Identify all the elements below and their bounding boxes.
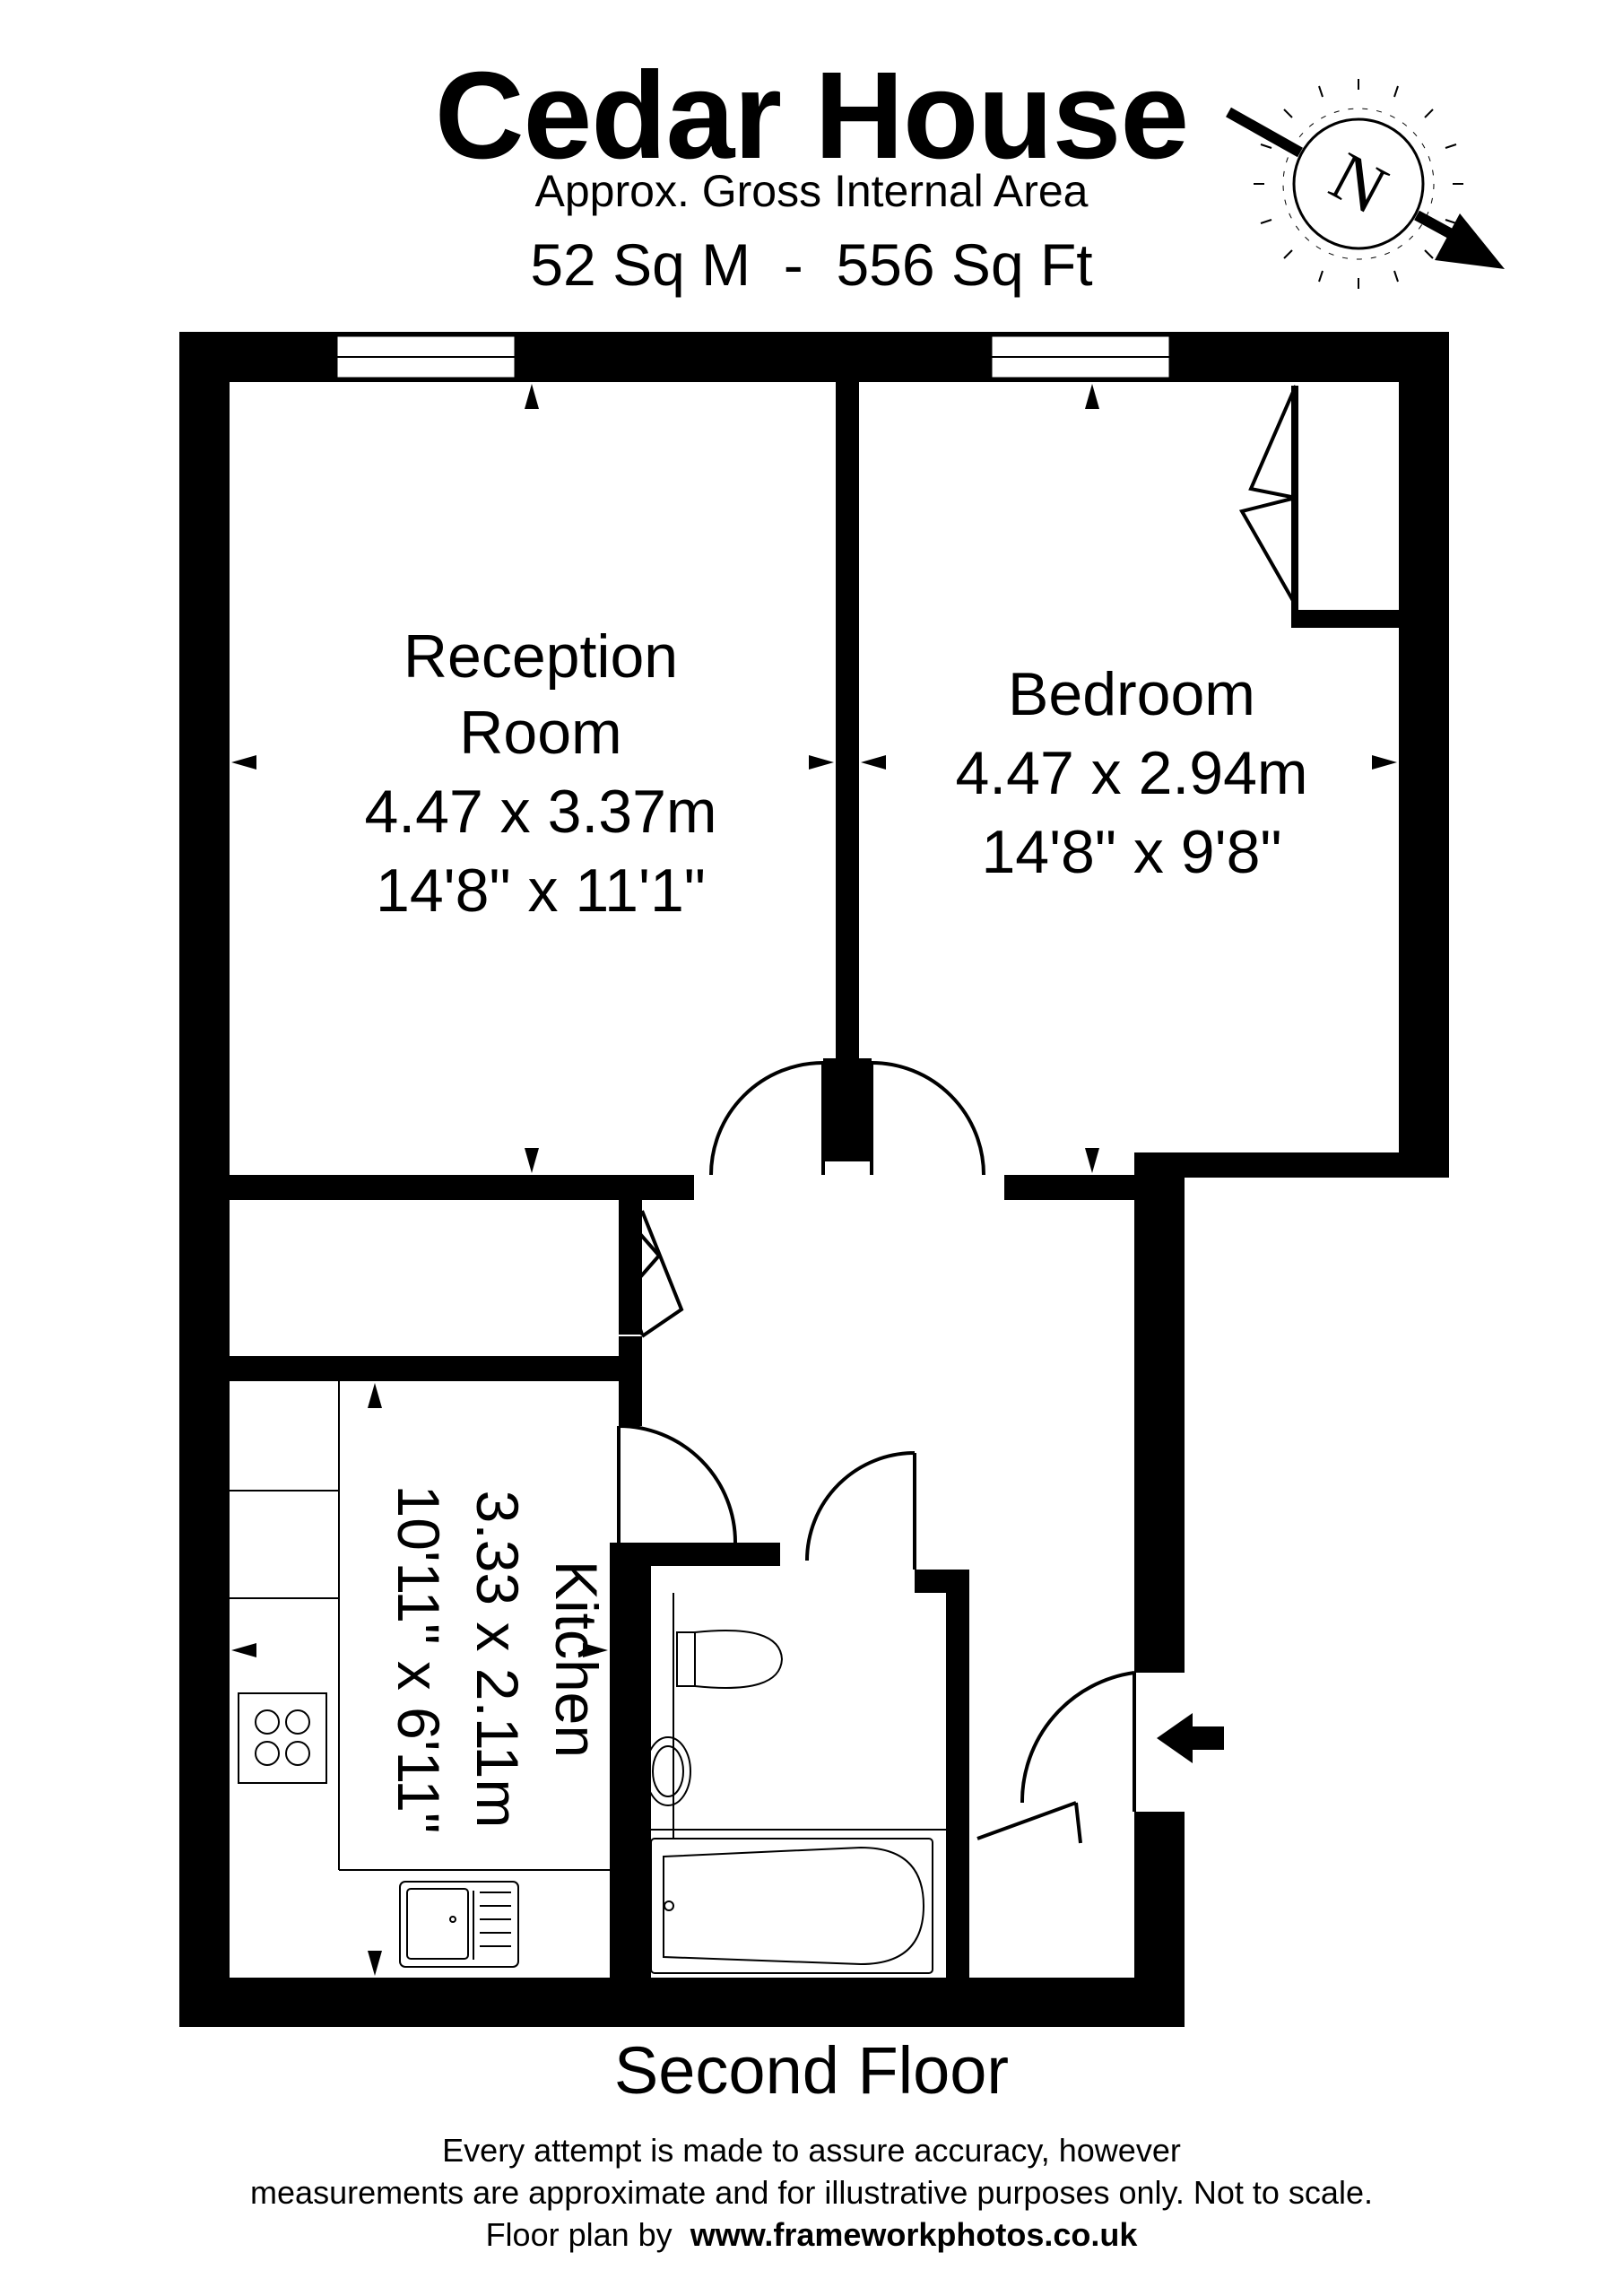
area-caption: Approx. Gross Internal Area (534, 166, 1089, 216)
bedroom-imperial: 14'8" x 9'8" (981, 818, 1281, 886)
reception-metric: 4.47 x 3.37m (364, 778, 716, 846)
bedroom-label: Bedroom 4.47 x 2.94m 14'8" x 9'8" (955, 660, 1307, 886)
kitchen-metric: 3.33 x 2.11m (464, 1491, 531, 1829)
toilet-cistern-icon (676, 1631, 696, 1687)
windows (334, 334, 1172, 380)
compass-letter: N (1318, 136, 1400, 229)
area-value: 52 Sq M - 556 Sq Ft (530, 231, 1093, 298)
disclaimer-line-2: measurements are approximate and for ill… (250, 2174, 1373, 2211)
bedroom-metric: 4.47 x 2.94m (955, 739, 1307, 807)
walls (179, 332, 1449, 2027)
kitchen-imperial: 10'11" x 6'11" (386, 1485, 452, 1834)
disclaimer-line-1: Every attempt is made to assure accuracy… (442, 2132, 1181, 2169)
page-title: Cedar House (434, 47, 1189, 185)
dimension-markers (231, 384, 1397, 1976)
hob-icon (238, 1692, 327, 1784)
credit-line: Floor plan by www.frameworkphotos.co.uk (0, 2219, 1623, 2251)
floor-label: Second Floor (613, 2033, 1010, 2108)
kitchen-name: Kitchen (543, 1561, 610, 1758)
reception-name-line1: Reception (404, 622, 678, 691)
reception-room-label: Reception Room 4.47 x 3.37m 14'8" x 11'1… (364, 622, 716, 925)
sink-icon (399, 1881, 519, 1968)
kitchen-label: Kitchen 3.33 x 2.11m 10'11" x 6'11" (386, 1485, 610, 1834)
reception-imperial: 14'8" x 11'1" (376, 857, 706, 925)
doors (617, 385, 1399, 1844)
bathroom-fixtures (645, 1593, 946, 1974)
bath-icon (650, 1838, 933, 1974)
basin-icon (645, 1736, 691, 1806)
compass-icon: N (1226, 79, 1505, 289)
credit-prefix: Floor plan by (485, 2216, 673, 2253)
toilet-icon (694, 1630, 784, 1689)
credit-link[interactable]: www.frameworkphotos.co.uk (690, 2216, 1138, 2253)
kitchen-fixtures (230, 1381, 610, 1968)
entrance-arrow-icon (1157, 1713, 1224, 1763)
reception-name-line2: Room (459, 699, 621, 767)
bedroom-name: Bedroom (1008, 660, 1255, 728)
